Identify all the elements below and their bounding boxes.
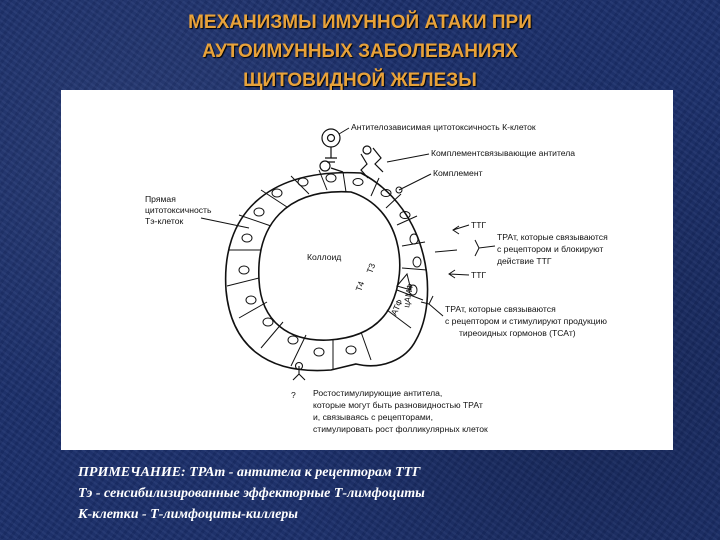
stim-antibody: [420, 295, 444, 317]
thyroid-follicle-diagram: Коллоид Антителозависимая цитотоксичност…: [61, 90, 673, 450]
diagram-svg: Коллоид Антителозависимая цитотоксичност…: [145, 122, 608, 434]
label-stim-1: ТРАт, которые связываются: [445, 304, 556, 314]
pointer-direct: [200, 217, 250, 229]
label-ttg-1: ТТГ: [471, 220, 486, 230]
label-antibody-dependent-k: Антителозависимая цитотоксичность К-клет…: [351, 122, 536, 132]
colloid-boundary: [258, 190, 401, 341]
complement-binding-antibody: [360, 145, 384, 179]
note-line-3: К-клетки - Т-лимфоциты-киллеры: [78, 507, 298, 522]
label-complement-binding: Комплементсвязывающие антитела: [431, 148, 575, 158]
ttg-2-arrow: [448, 269, 470, 279]
label-blocking-3: действие ТТГ: [497, 256, 552, 266]
label-ttg-2: ТТГ: [471, 270, 486, 280]
label-stim-3: тиреоидных гормонов (ТСАт): [459, 328, 576, 338]
k-cell: [319, 128, 344, 173]
label-t3: T3: [364, 262, 377, 275]
colloid-label: Коллоид: [307, 252, 341, 262]
note-line-2: Тэ - сенсибилизированные эффекторные Т-л…: [78, 486, 425, 501]
camp-arrow: [396, 272, 412, 291]
label-direct-1: Прямая: [145, 194, 176, 204]
label-growth-3: и, связываясь с рецепторами,: [313, 412, 433, 422]
title-line-3: ЩИТОВИДНОЙ ЖЕЛЕЗЫ: [243, 70, 477, 91]
label-question: ?: [291, 390, 296, 400]
blocking-antibody: [434, 239, 496, 257]
follicle-outer-wall: [224, 171, 429, 372]
pointer-k: [338, 127, 350, 135]
complement-mark: [395, 186, 403, 194]
label-camp: цАМФ: [401, 282, 415, 308]
note-line-1: ПРИМЕЧАНИЕ: ТРАт - антитела к рецепторам…: [78, 465, 421, 480]
pointer-complement: [398, 173, 432, 191]
label-blocking-1: ТРАт, которые связываются: [497, 232, 608, 242]
label-growth-2: которые могут быть разновидностью ТРАт: [313, 400, 483, 410]
label-growth-4: стимулировать рост фолликулярных клеток: [313, 424, 488, 434]
title-line-2: АУТОИМУННЫХ ЗАБОЛЕВАНИЯХ: [202, 41, 518, 62]
pointer-complement-binding: [386, 153, 430, 163]
ttg-1-arrow: [452, 224, 470, 235]
cell-dividers: [226, 169, 428, 370]
growth-antibody: [292, 361, 306, 381]
footnote: ПРИМЕЧАНИЕ: ТРАт - антитела к рецепторам…: [78, 462, 678, 525]
cell-nuclei: [238, 173, 422, 357]
label-stim-2: с рецептором и стимулируют продукцию: [445, 316, 608, 326]
slide-title: МЕХАНИЗМЫ ИМУННОЙ АТАКИ ПРИ АУТОИМУННЫХ …: [40, 8, 680, 95]
label-complement: Комплемент: [433, 168, 483, 178]
title-line-1: МЕХАНИЗМЫ ИМУННОЙ АТАКИ ПРИ: [188, 12, 532, 33]
label-blocking-2: с рецептором и блокируют: [497, 244, 603, 254]
label-growth-1: Ростостимулирующие антитела,: [313, 388, 442, 398]
label-t4: T4: [353, 280, 366, 293]
label-direct-2: цитотоксичность: [145, 205, 212, 215]
label-direct-3: Tэ-клеток: [145, 216, 183, 226]
